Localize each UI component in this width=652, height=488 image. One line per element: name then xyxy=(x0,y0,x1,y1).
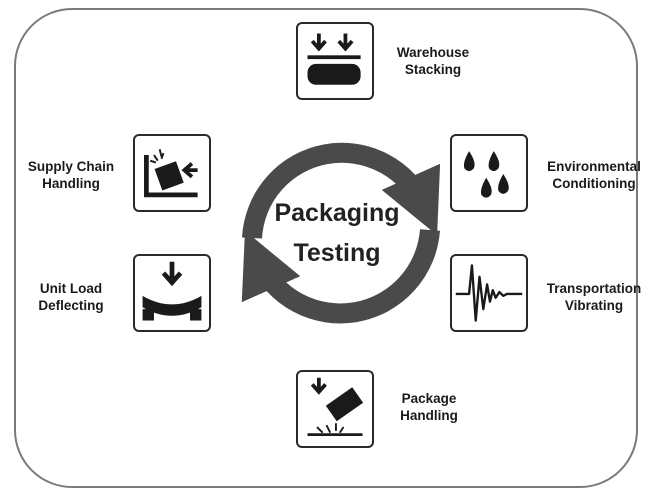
cycle-arrow-bottom xyxy=(241,229,440,324)
cycle-arrows xyxy=(241,142,441,324)
vibration-waveform-icon xyxy=(450,254,528,332)
supply-chain-impact-icon xyxy=(133,134,211,212)
package-drop-icon xyxy=(296,370,374,448)
center-title-line2: Testing xyxy=(293,239,381,267)
warehouse-stacking-icon xyxy=(296,22,374,100)
water-drops-icon xyxy=(450,134,528,212)
load-deflection-icon xyxy=(133,254,211,332)
cycle-arrow-top xyxy=(242,142,441,239)
center-title-line1: Packaging xyxy=(274,199,400,227)
